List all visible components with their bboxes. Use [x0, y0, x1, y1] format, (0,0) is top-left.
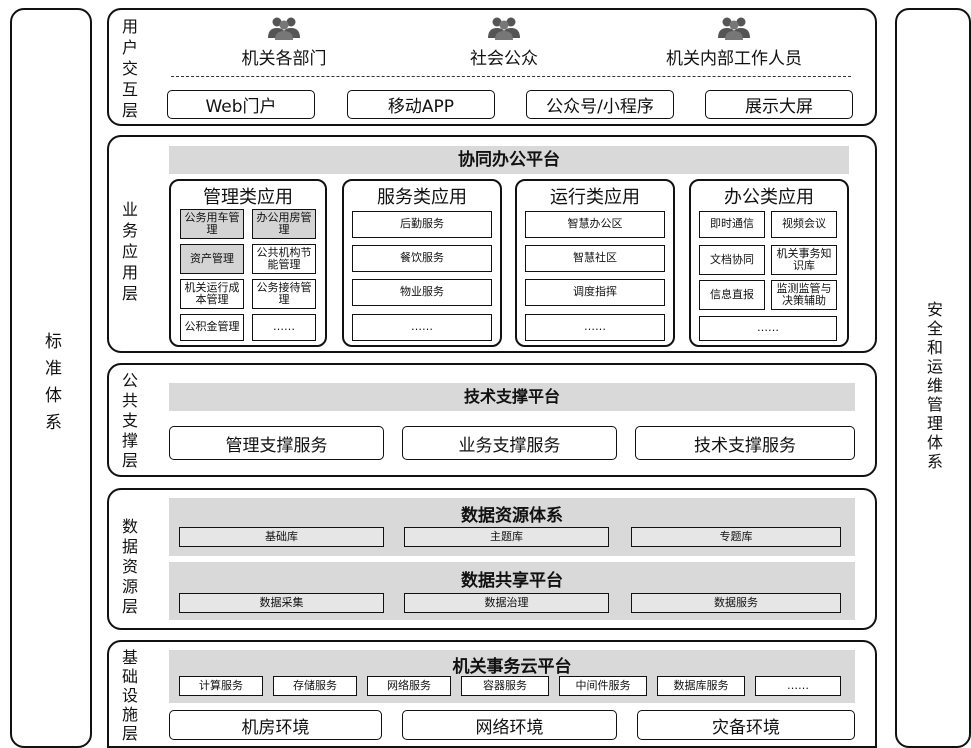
user-interaction-layer: 用户交互层 机关各部门 社会公众 机关内部工作人员 Web门户 移动APP 公众… — [107, 8, 877, 126]
people-icon — [488, 17, 520, 40]
cloud-service[interactable]: 数据库服务 — [657, 676, 745, 696]
cloud-service-more[interactable]: …… — [755, 676, 841, 696]
app-item-more[interactable]: …… — [699, 316, 837, 341]
security-ops-label: 安全和运维管理体系 — [927, 300, 944, 471]
channel-mobile-app[interactable]: 移动APP — [347, 90, 495, 119]
layer-label-support: 公共支撑层 — [122, 371, 139, 470]
cloud-platform-bg: 机关事务云平台 计算服务 存储服务 网络服务 容器服务 中间件服务 数据库服务 … — [169, 650, 855, 703]
app-item[interactable]: 视频会议 — [771, 211, 837, 238]
app-item[interactable]: 智慧办公区 — [525, 211, 665, 238]
user-label: 机关内部工作人员 — [666, 49, 802, 69]
app-group-title: 服务类应用 — [377, 187, 467, 208]
app-item[interactable]: 后勤服务 — [352, 211, 492, 238]
app-item[interactable]: 机关事务知识库 — [771, 245, 837, 275]
user-public: 社会公众 — [424, 16, 584, 69]
app-item[interactable]: 智慧社区 — [525, 245, 665, 272]
collaborative-office-platform: 协同办公平台 — [169, 146, 849, 174]
app-item-more[interactable]: …… — [352, 314, 492, 341]
sharing-item[interactable]: 数据采集 — [179, 593, 384, 613]
app-item-more[interactable]: …… — [252, 314, 316, 341]
disaster-recovery-env[interactable]: 灾备环境 — [637, 710, 855, 740]
layer-label-user: 用户交互层 — [122, 17, 139, 120]
data-resource-system-title: 数据资源体系 — [461, 506, 563, 526]
sharing-item[interactable]: 数据治理 — [404, 593, 609, 613]
app-item[interactable]: 公积金管理 — [180, 314, 244, 341]
app-item[interactable]: 餐饮服务 — [352, 245, 492, 272]
resource-item[interactable]: 专题库 — [631, 527, 841, 547]
channel-mini-program[interactable]: 公众号/小程序 — [526, 90, 674, 119]
app-item[interactable]: 物业服务 — [352, 279, 492, 306]
cloud-platform-title: 机关事务云平台 — [452, 657, 572, 677]
app-item[interactable]: 公务接待管理 — [252, 279, 316, 309]
app-item[interactable]: 资产管理 — [180, 244, 244, 274]
user-dept: 机关各部门 — [204, 16, 364, 69]
data-sharing-platform-bg: 数据共享平台 数据采集 数据治理 数据服务 — [169, 562, 855, 620]
machine-room-env[interactable]: 机房环境 — [169, 710, 382, 740]
standard-system-panel: 标准体系 — [10, 8, 92, 748]
app-group-operation: 运行类应用 智慧办公区 智慧社区 调度指挥 …… — [515, 179, 675, 347]
user-staff: 机关内部工作人员 — [644, 16, 824, 69]
app-item[interactable]: 办公用房管理 — [252, 209, 316, 239]
app-item[interactable]: 机关运行成本管理 — [180, 279, 244, 309]
channel-web-portal[interactable]: Web门户 — [167, 90, 315, 119]
sharing-item[interactable]: 数据服务 — [631, 593, 841, 613]
cloud-service[interactable]: 存储服务 — [273, 676, 357, 696]
dashed-divider — [171, 76, 851, 77]
app-item[interactable]: 监测监管与决策辅助 — [771, 280, 837, 310]
app-item[interactable]: 即时通信 — [699, 211, 765, 238]
cloud-service[interactable]: 容器服务 — [461, 676, 549, 696]
infrastructure-layer: 基础设施层 机关事务云平台 计算服务 存储服务 网络服务 容器服务 中间件服务 … — [107, 640, 877, 748]
tech-support-platform: 技术支撑平台 — [169, 383, 855, 411]
layer-label-data: 数据资源层 — [122, 517, 139, 616]
app-group-office: 办公类应用 即时通信 视频会议 文档协同 机关事务知识库 信息直报 监测监管与决… — [689, 179, 849, 347]
management-support-service[interactable]: 管理支撑服务 — [169, 426, 384, 460]
data-resource-layer: 数据资源层 数据资源体系 基础库 主题库 专题库 数据共享平台 数据采集 数据治… — [107, 488, 877, 630]
app-item[interactable]: 公共机构节能管理 — [252, 244, 316, 274]
app-group-title: 办公类应用 — [724, 187, 814, 208]
app-group-management: 管理类应用 公务用车管理 办公用房管理 资产管理 公共机构节能管理 机关运行成本… — [169, 179, 327, 347]
standard-system-label: 标准体系 — [41, 332, 61, 440]
app-group-title: 运行类应用 — [550, 187, 640, 208]
data-resource-system-bg: 数据资源体系 基础库 主题库 专题库 — [169, 498, 855, 556]
public-support-layer: 公共支撑层 技术支撑平台 管理支撑服务 业务支撑服务 技术支撑服务 — [107, 363, 877, 477]
people-icon — [268, 17, 300, 40]
layer-label-infra: 基础设施层 — [122, 648, 139, 743]
people-icon — [718, 17, 750, 40]
resource-item[interactable]: 基础库 — [179, 527, 384, 547]
app-item[interactable]: 调度指挥 — [525, 279, 665, 306]
app-item[interactable]: 公务用车管理 — [180, 209, 244, 239]
user-label: 机关各部门 — [241, 49, 327, 69]
network-env[interactable]: 网络环境 — [402, 710, 617, 740]
channel-display-screen[interactable]: 展示大屏 — [705, 90, 853, 119]
resource-item[interactable]: 主题库 — [404, 527, 609, 547]
data-sharing-platform-title: 数据共享平台 — [461, 571, 563, 591]
cloud-service[interactable]: 中间件服务 — [559, 676, 647, 696]
app-group-service: 服务类应用 后勤服务 餐饮服务 物业服务 …… — [342, 179, 502, 347]
security-ops-panel: 安全和运维管理体系 — [895, 8, 971, 748]
user-label: 社会公众 — [470, 49, 538, 69]
cloud-service[interactable]: 计算服务 — [179, 676, 263, 696]
cloud-service[interactable]: 网络服务 — [367, 676, 451, 696]
business-support-service[interactable]: 业务支撑服务 — [402, 426, 617, 460]
app-group-title: 管理类应用 — [203, 187, 293, 208]
app-item[interactable]: 文档协同 — [699, 245, 765, 275]
app-item-more[interactable]: …… — [525, 314, 665, 341]
technical-support-service[interactable]: 技术支撑服务 — [635, 426, 855, 460]
layer-label-business: 业务应用层 — [122, 200, 139, 303]
business-application-layer: 业务应用层 协同办公平台 管理类应用 公务用车管理 办公用房管理 资产管理 公共… — [107, 135, 877, 353]
app-item[interactable]: 信息直报 — [699, 280, 765, 310]
